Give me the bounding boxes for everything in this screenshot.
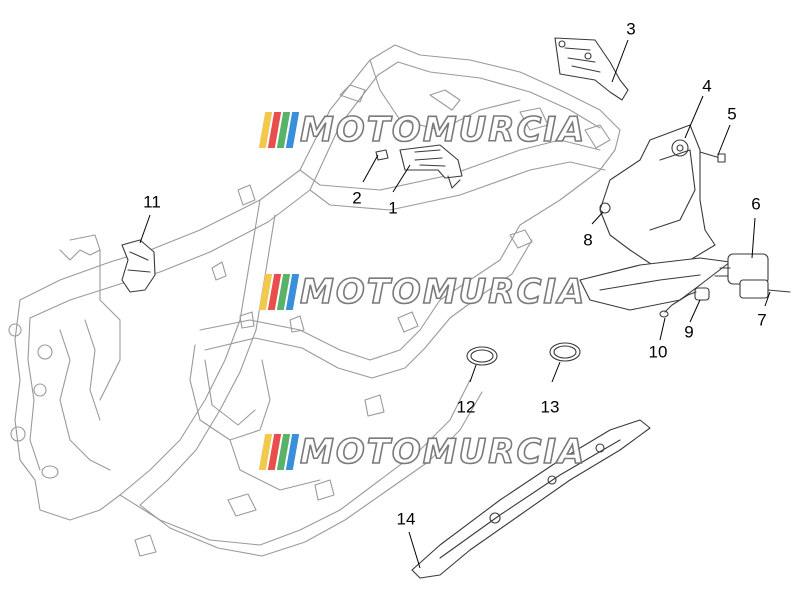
part-9-bushing	[694, 287, 710, 301]
watermark-text: MOTOMURCIA	[299, 431, 587, 473]
part-12-clamp-ring	[466, 346, 498, 366]
callout-14: 14	[396, 509, 416, 529]
callout-12: 12	[456, 397, 476, 417]
part-6-actuator	[579, 253, 769, 311]
callout-13: 13	[540, 397, 560, 417]
watermark-text: MOTOMURCIA	[299, 271, 587, 313]
callout-11: 11	[143, 192, 161, 212]
callout-2: 2	[352, 188, 362, 208]
part-2-screw	[375, 149, 389, 161]
scooter-frame	[8, 44, 621, 557]
part-3-bracket	[554, 37, 629, 101]
callout-5: 5	[727, 104, 737, 124]
watermark-middle: MOTOMURCIA	[258, 271, 587, 313]
watermark-flag-icon	[258, 112, 300, 148]
part-1-bracket	[399, 144, 463, 189]
part-14-side-bracket	[411, 419, 651, 579]
callout-7: 7	[757, 310, 767, 330]
part-5-bolt	[699, 151, 726, 163]
leader-lines	[139, 39, 771, 569]
part-7-bolt	[767, 289, 791, 293]
part-11-clamp	[121, 239, 156, 293]
callout-6: 6	[751, 194, 761, 214]
callout-4: 4	[702, 76, 712, 96]
callout-9: 9	[684, 322, 694, 342]
watermark-text: MOTOMURCIA	[299, 109, 587, 151]
watermark-top: MOTOMURCIA	[258, 109, 587, 151]
watermark-flag-icon	[258, 274, 300, 310]
watermark-flag-icon	[258, 434, 300, 470]
part-8-nut	[599, 202, 611, 214]
part-4-plate	[599, 124, 716, 271]
callout-3: 3	[626, 19, 636, 39]
callout-1: 1	[388, 198, 398, 218]
callout-8: 8	[583, 230, 593, 250]
watermark-bottom: MOTOMURCIA	[258, 431, 587, 473]
callout-10: 10	[648, 342, 668, 362]
part-13-clamp-ring	[549, 342, 581, 362]
part-10-spring	[659, 291, 697, 318]
